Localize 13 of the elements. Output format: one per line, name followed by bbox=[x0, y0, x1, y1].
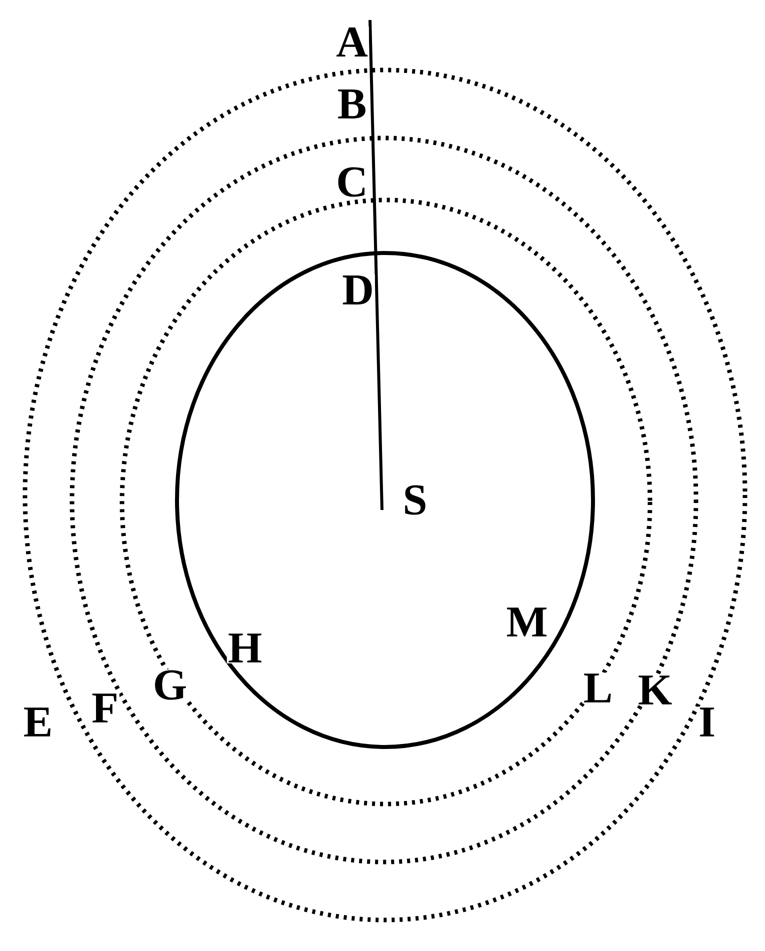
point-label: C bbox=[335, 166, 369, 198]
point-label: I bbox=[697, 706, 717, 738]
point-label: S bbox=[402, 484, 428, 516]
point-label: A bbox=[335, 26, 369, 58]
point-label: G bbox=[152, 669, 188, 701]
point-label: H bbox=[226, 632, 264, 664]
point-label: F bbox=[90, 692, 120, 724]
point-label: L bbox=[582, 672, 614, 704]
point-label: M bbox=[505, 606, 549, 638]
point-label: B bbox=[336, 88, 368, 120]
point-label: K bbox=[636, 674, 674, 706]
point-label: D bbox=[341, 274, 375, 306]
point-label: E bbox=[22, 706, 54, 738]
